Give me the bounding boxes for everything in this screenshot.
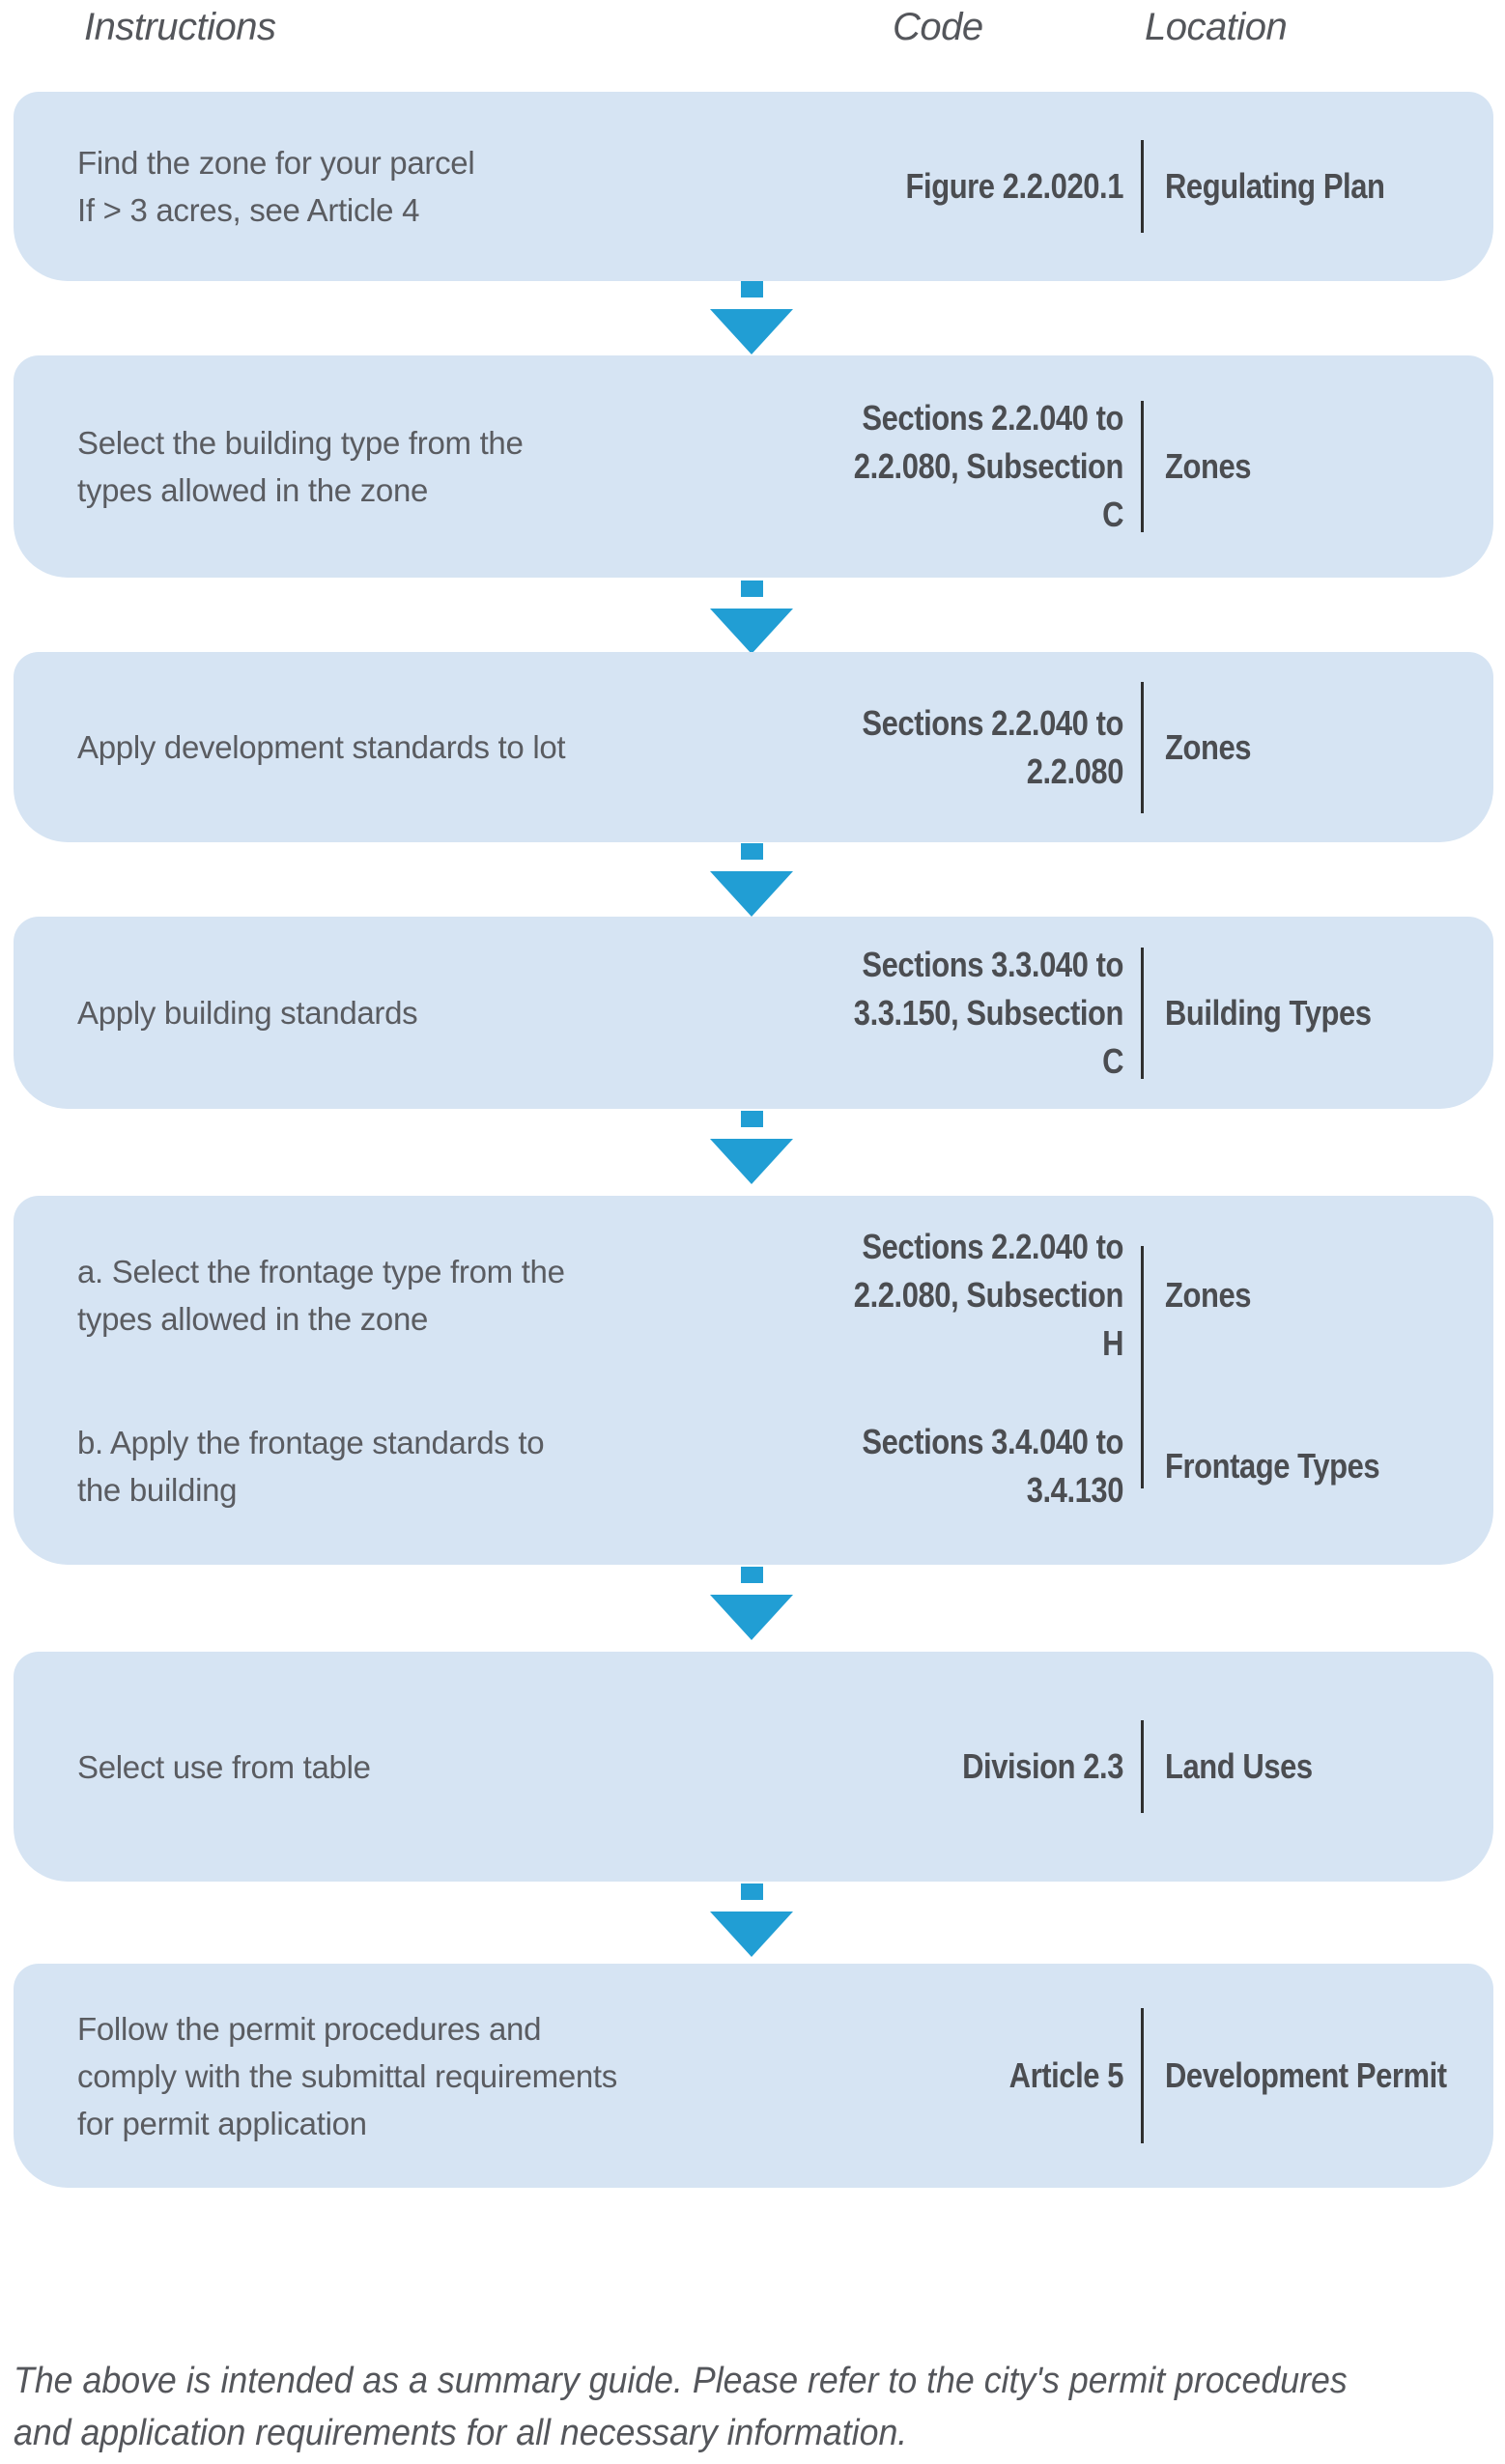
flow-arrow-down <box>710 1883 793 1957</box>
flow-arrow-down <box>710 281 793 354</box>
column-header-instructions: Instructions <box>84 6 276 48</box>
step-code-reference: Figure 2.2.020.1 <box>905 166 1124 206</box>
column-divider <box>1141 947 1144 1079</box>
flow-arrow-down <box>710 581 793 654</box>
step-instruction: Apply development standards to lot <box>77 729 566 765</box>
column-divider <box>1141 1720 1144 1813</box>
step-location: Zones <box>1165 1274 1252 1315</box>
arrow-stub <box>740 281 763 297</box>
step-instruction: Apply building standards <box>77 995 418 1031</box>
arrow-head-icon <box>710 1139 793 1184</box>
step-instruction: Select use from table <box>77 1748 371 1785</box>
arrow-head-icon <box>710 871 793 917</box>
arrow-head-icon <box>710 1912 793 1957</box>
step-location: Development Permit <box>1165 2055 1447 2095</box>
step-instruction: Follow the permit procedures and comply … <box>77 2010 617 2141</box>
column-divider <box>1141 401 1144 532</box>
flow-arrow-down <box>710 1567 793 1640</box>
flow-step-select-building-type: Select the building type from the types … <box>14 355 1493 578</box>
step-instruction: a. Select the frontage type from the typ… <box>77 1253 565 1337</box>
arrow-head-icon <box>710 609 793 654</box>
step-location: Building Types <box>1165 992 1372 1033</box>
flow-step-frontage: a. Select the frontage type from the typ… <box>14 1196 1493 1565</box>
summary-disclaimer-note: The above is intended as a summary guide… <box>14 2361 1348 2453</box>
arrow-stub <box>740 1567 763 1583</box>
column-header-code: Code <box>893 6 983 48</box>
step-instruction: Find the zone for your parcel If > 3 acr… <box>77 145 475 228</box>
step-code-reference: Sections 2.2.040 to 2.2.080, Subsection … <box>853 398 1124 534</box>
arrow-stub <box>740 581 763 597</box>
step-location: Zones <box>1165 446 1252 486</box>
arrow-stub <box>740 843 763 860</box>
arrow-head-icon <box>710 1595 793 1640</box>
step-code-reference: Sections 2.2.040 to 2.2.080, Subsection … <box>853 1226 1124 1363</box>
arrow-head-icon <box>710 309 793 354</box>
flow-step-building-standards: Apply building standards Sections 3.3.04… <box>14 917 1493 1109</box>
flow-step-permit-procedures: Follow the permit procedures and comply … <box>14 1964 1493 2188</box>
flow-substep-b: b. Apply the frontage standards to the b… <box>14 1380 1493 1551</box>
step-location: Zones <box>1165 726 1252 767</box>
arrow-stub <box>740 1883 763 1900</box>
step-location: Land Uses <box>1165 1746 1313 1786</box>
step-code-reference: Sections 3.3.040 to 3.3.150, Subsection … <box>853 944 1124 1081</box>
flow-step-find-zone: Find the zone for your parcel If > 3 acr… <box>14 92 1493 281</box>
step-code-reference: Division 2.3 <box>962 1746 1123 1786</box>
flow-step-select-use: Select use from table Division 2.3 Land … <box>14 1652 1493 1882</box>
column-divider <box>1141 140 1144 233</box>
step-location: Frontage Types <box>1165 1445 1380 1486</box>
step-code-reference: Sections 3.4.040 to 3.4.130 <box>862 1421 1123 1510</box>
column-header-location: Location <box>1145 6 1288 48</box>
column-divider <box>1141 681 1144 813</box>
flow-arrow-down <box>710 843 793 917</box>
step-code-reference: Sections 2.2.040 to 2.2.080 <box>862 702 1123 791</box>
step-code-reference: Article 5 <box>1008 2055 1124 2095</box>
flow-substep-a: a. Select the frontage type from the typ… <box>14 1209 1493 1380</box>
step-instruction: Select the building type from the types … <box>77 425 524 508</box>
column-divider <box>1141 1246 1144 1488</box>
flow-arrow-down <box>710 1111 793 1184</box>
arrow-stub <box>740 1111 763 1127</box>
step-location: Regulating Plan <box>1165 166 1385 206</box>
step-instruction: b. Apply the frontage standards to the b… <box>77 1424 545 1508</box>
flow-step-development-standards: Apply development standards to lot Secti… <box>14 652 1493 842</box>
column-divider <box>1141 2008 1144 2143</box>
